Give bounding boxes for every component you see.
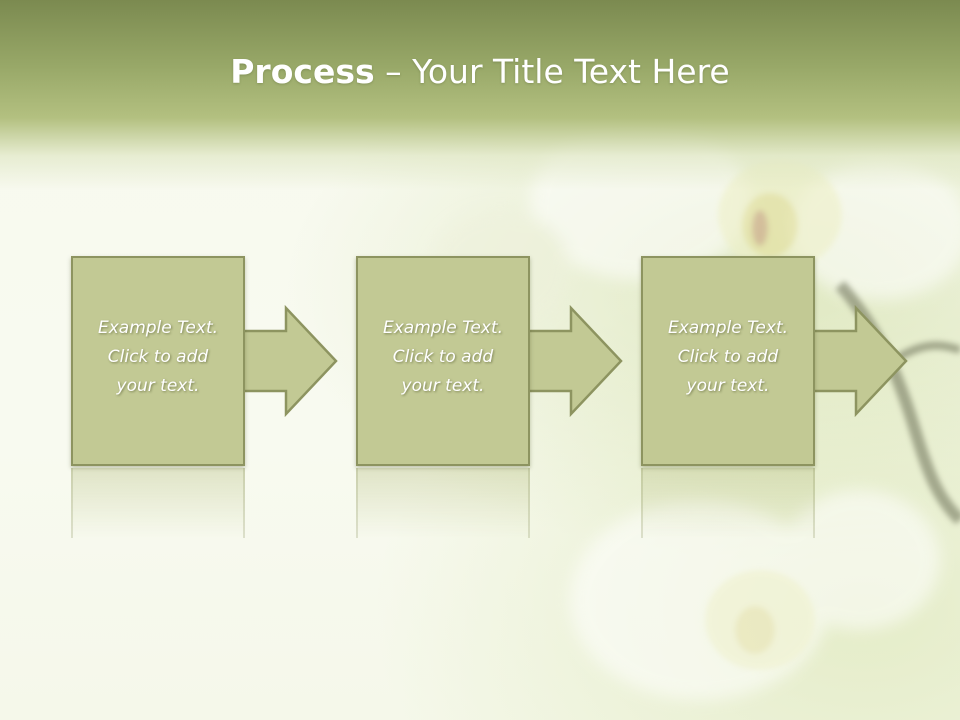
step-text-line: your text. — [116, 376, 200, 396]
step-text-line: Click to add — [392, 347, 494, 367]
step-text-line: Example Text. — [97, 318, 219, 338]
arrow-right-icon — [236, 304, 338, 418]
step-text-line: your text. — [686, 376, 770, 396]
step-2-text[interactable]: Example Text. Click to add your text. — [358, 314, 528, 401]
title-bold-part: Process — [230, 52, 375, 91]
arrow-right-icon — [521, 304, 623, 418]
process-step-2[interactable]: Example Text. Click to add your text. — [356, 256, 530, 466]
step-text-line: Click to add — [677, 347, 779, 367]
step-2-reflection — [356, 468, 530, 538]
step-text-line: Example Text. — [667, 318, 789, 338]
slide-title[interactable]: Process – Your Title Text Here — [0, 52, 960, 91]
arrow-right-icon — [806, 304, 908, 418]
step-text-line: your text. — [401, 376, 485, 396]
step-3-text[interactable]: Example Text. Click to add your text. — [643, 314, 813, 401]
step-3-reflection — [641, 468, 815, 538]
step-text-line: Click to add — [107, 347, 209, 367]
step-text-line: Example Text. — [382, 318, 504, 338]
process-step-3[interactable]: Example Text. Click to add your text. — [641, 256, 815, 466]
process-step-1[interactable]: Example Text. Click to add your text. — [71, 256, 245, 466]
title-rest-part: – Your Title Text Here — [374, 52, 730, 91]
title-band — [0, 0, 960, 190]
step-1-reflection — [71, 468, 245, 538]
step-1-text[interactable]: Example Text. Click to add your text. — [73, 314, 243, 401]
